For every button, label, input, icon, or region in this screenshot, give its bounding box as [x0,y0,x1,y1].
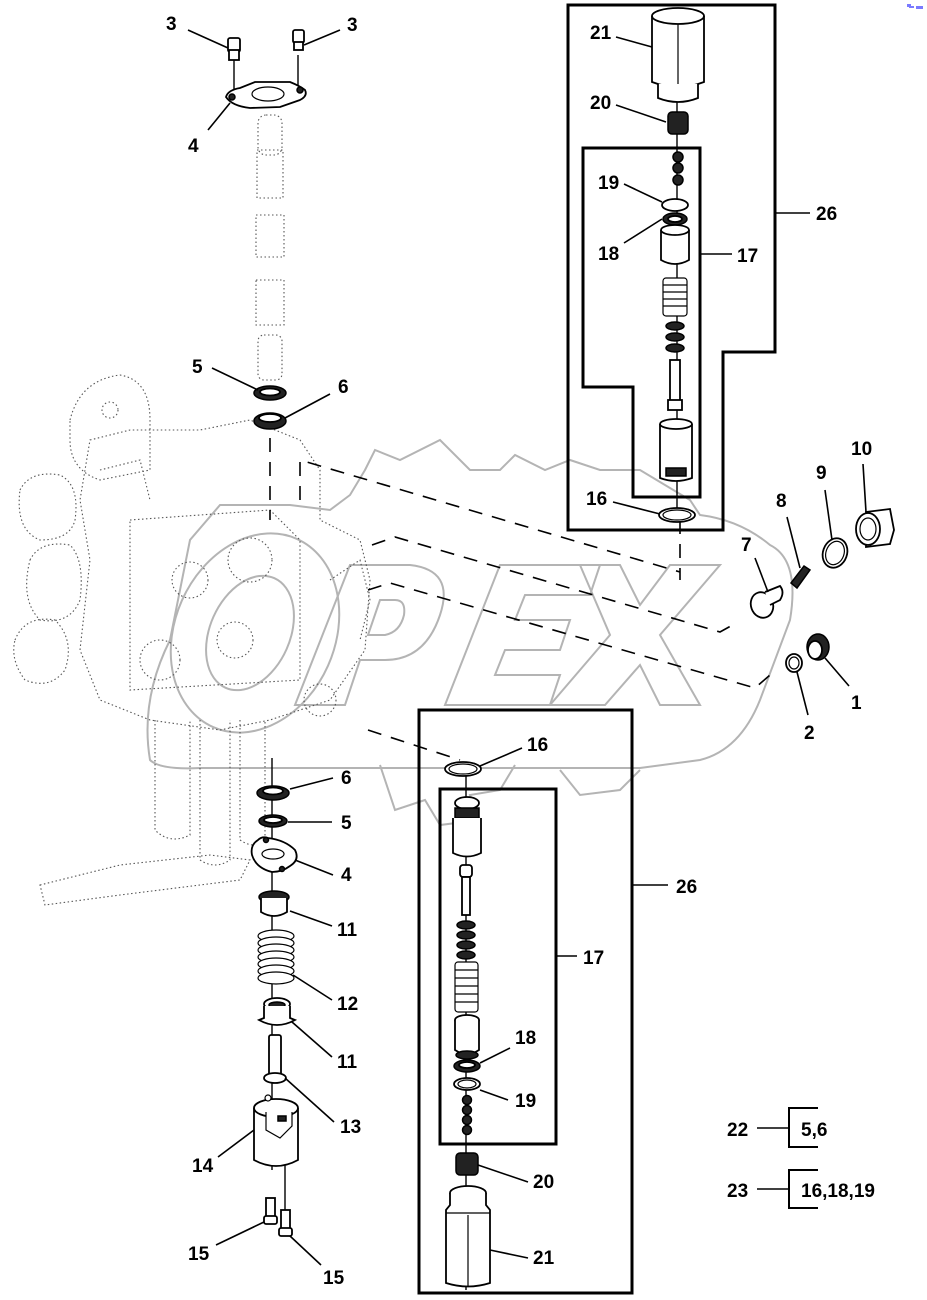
spool-ghost [255,114,285,381]
part-20-spring-top [667,111,689,135]
callout-17: 17 [737,246,758,267]
part-21-cartridge-top [651,7,705,103]
kit-17-upper-box [581,146,702,499]
callout-18: 18 [598,244,619,265]
valve-body-ghost [13,374,371,906]
watermark-letter-e [443,564,602,706]
part-4-flange-upper [225,81,307,109]
kit-bracket [788,1107,818,1148]
callout-4: 4 [188,136,199,157]
cartridge-kit-lower [417,708,634,1295]
callout-4: 4 [341,865,352,886]
part-13-pin [263,1034,287,1084]
callout-19: 19 [515,1091,536,1112]
part-16-oring-bottom [444,761,482,777]
part-4-flange-lower [250,836,298,873]
callout-21: 21 [533,1248,555,1269]
part-11-retainer-upper [258,890,290,917]
watermark-gear-outline [146,438,794,770]
callout-15: 15 [323,1268,345,1289]
part-21-cartridge-bottom [445,1185,491,1288]
callout-20: 20 [590,93,611,114]
callout-5: 5 [341,813,352,834]
callout-12: 12 [337,994,358,1015]
part-15-bolt-right [278,1209,293,1237]
callout-26: 26 [676,877,697,898]
watermark-letter-p [293,564,445,706]
leader-lines [187,29,867,1266]
watermark-gear-teeth [379,764,516,827]
callout-21: 21 [590,23,612,44]
kit-26-upper-box [566,3,777,532]
callout-3: 3 [166,14,177,35]
callout-17: 17 [583,948,604,969]
part-11-retainer-lower [256,997,298,1026]
spool-assembly-top [659,151,693,482]
part-6-seal-lower [256,785,290,801]
part-15-bolt-left [263,1197,278,1225]
part-7-plug [749,584,784,619]
callout-10: 10 [851,439,872,460]
callout-1: 1 [851,693,862,714]
callout-20: 20 [533,1172,554,1193]
part-12-spring [257,929,295,985]
axis-lines [233,55,678,1290]
kit-17-lower-box [438,787,558,1146]
part-16-oring-top [658,507,696,523]
kit-number: 23 [727,1181,748,1202]
corner-marker-icon [907,4,923,10]
callout-16: 16 [527,735,548,756]
part-20-spring-bottom [455,1152,479,1176]
callout-11: 11 [337,1052,358,1073]
kit-contents: 5,6 [801,1120,827,1141]
kit-legend: 22 5,6 23 16,18,19 [727,1107,875,1209]
kit-number: 22 [727,1120,748,1141]
callout-26: 26 [816,204,837,225]
part-9-oring [821,537,849,569]
callout-14: 14 [192,1156,214,1177]
callout-19: 19 [598,173,619,194]
part-2-oring [785,653,803,673]
callout-2: 2 [804,723,815,744]
watermark-gear-teeth-2 [559,769,641,797]
callout-8: 8 [776,491,787,512]
part-14-cap [253,1094,299,1167]
part-8-spring [789,564,812,590]
opex-watermark [146,438,794,827]
callout-16: 16 [586,489,607,510]
callout-11: 11 [337,920,358,941]
callout-3: 3 [347,15,358,36]
watermark-letter-x [547,564,723,706]
kit-22-entry: 22 5,6 [727,1107,827,1148]
part-3-left-screw [227,37,241,61]
callout-18: 18 [515,1028,536,1049]
callout-5: 5 [192,357,203,378]
part-10-plug [855,508,895,549]
callout-labels: 3 3 4 5 6 6 5 4 11 12 11 13 14 15 15 21 … [166,14,872,1289]
kit-26-lower-box [417,708,634,1295]
part-5-seal-upper [253,385,287,401]
watermark-letter-o-outer [169,532,341,734]
spool-assembly-bottom [452,796,482,1136]
callout-7: 7 [741,535,752,556]
kit-23-entry: 23 16,18,19 [727,1169,875,1209]
part-3-right-screw [292,29,305,51]
kit-bracket [788,1169,818,1209]
part-1-plug [806,633,830,661]
part-5-seal-lower [258,814,288,828]
assembly-lines [269,438,771,761]
callout-6: 6 [341,768,352,789]
kit-contents: 16,18,19 [801,1181,875,1202]
callout-9: 9 [816,463,827,484]
callout-6: 6 [338,377,349,398]
callout-15: 15 [188,1244,210,1265]
callout-13: 13 [340,1117,361,1138]
watermark-letter-o-inner [205,574,295,692]
cartridge-kit-upper [566,3,777,532]
part-6-seal-upper [253,412,287,430]
